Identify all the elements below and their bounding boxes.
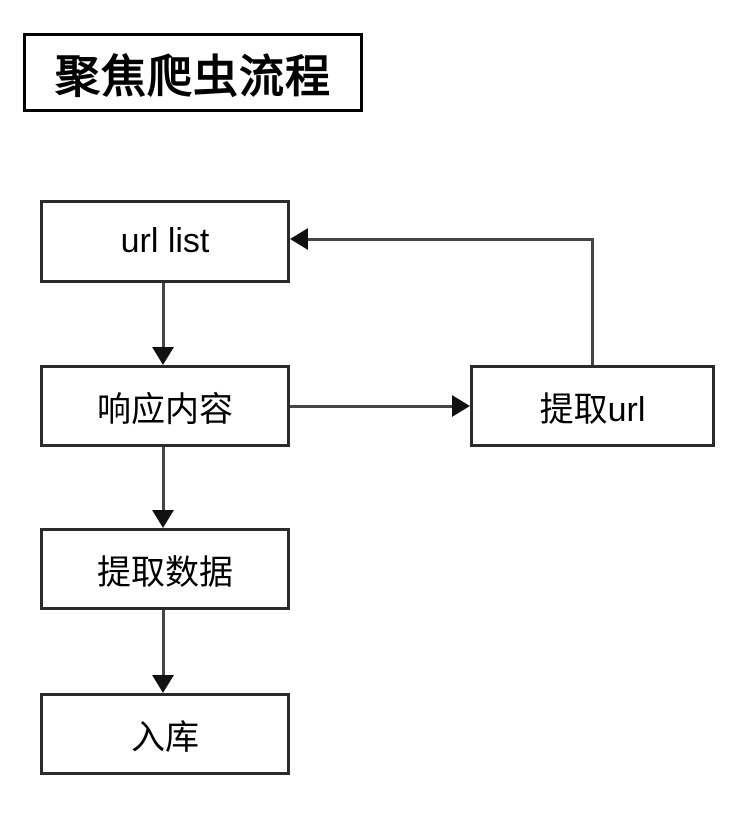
arrowhead-down-icon xyxy=(152,510,174,528)
node-response-content: 响应内容 xyxy=(40,365,290,447)
edge-response-to-extracturl xyxy=(290,405,454,408)
edge-urllist-to-response xyxy=(162,283,165,349)
node-store-db: 入库 xyxy=(40,693,290,775)
edge-feedback-horizontal xyxy=(308,238,594,241)
node-url-list: url list xyxy=(40,200,290,283)
diagram-title-box: 聚焦爬虫流程 xyxy=(23,33,363,112)
diagram-title: 聚焦爬虫流程 xyxy=(54,51,331,102)
arrowhead-right-icon xyxy=(452,395,470,417)
edge-response-to-extractdata xyxy=(162,447,165,512)
node-extract-url: 提取url xyxy=(470,365,715,447)
arrowhead-down-icon xyxy=(152,675,174,693)
node-extract-data: 提取数据 xyxy=(40,528,290,610)
edge-feedback-vertical xyxy=(591,238,594,365)
arrowhead-left-icon xyxy=(290,228,308,250)
edge-extractdata-to-store xyxy=(162,610,165,677)
arrowhead-down-icon xyxy=(152,347,174,365)
